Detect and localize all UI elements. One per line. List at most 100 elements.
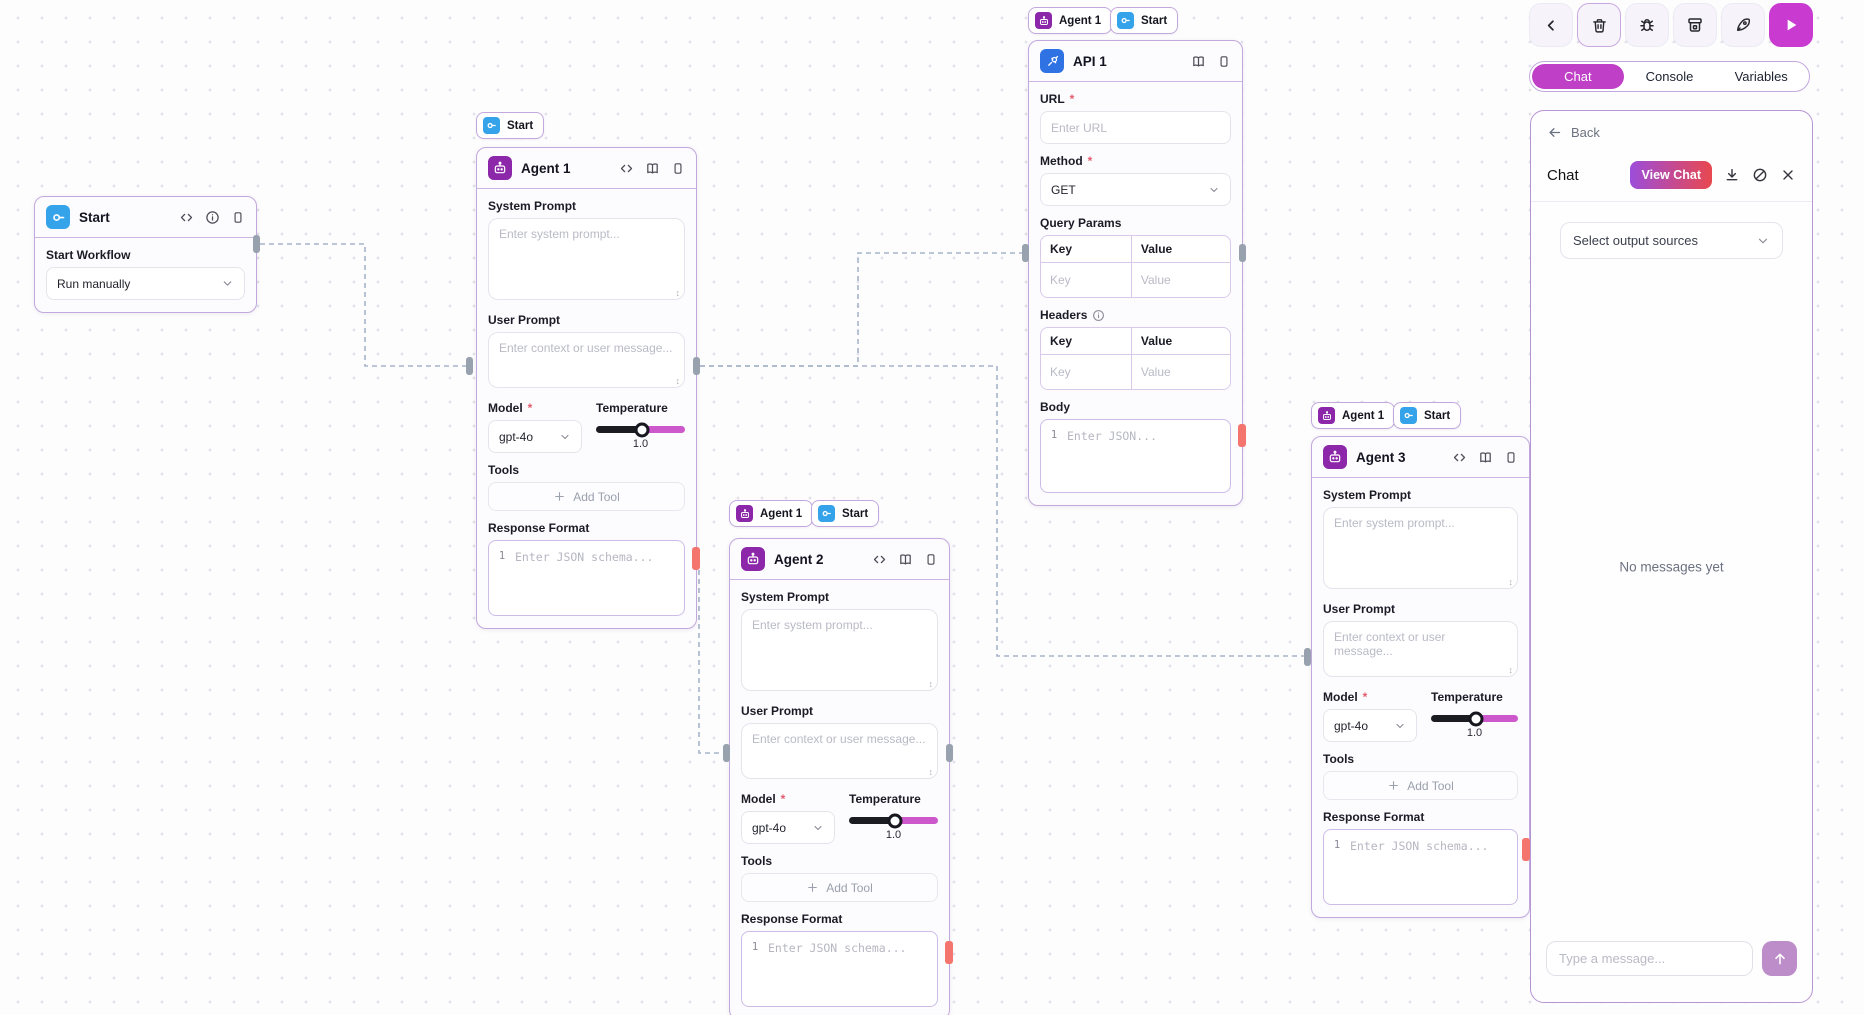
trigger-select[interactable]: Run manually (46, 267, 245, 300)
response-format-editor[interactable]: 1 Enter JSON schema... (741, 931, 938, 1007)
delete-button[interactable] (1577, 3, 1621, 47)
input-handle[interactable] (1022, 244, 1029, 262)
node-agent-1-header[interactable]: Agent 1 (477, 148, 696, 189)
response-format-editor[interactable]: 1 Enter JSON schema... (488, 540, 685, 616)
tab-console[interactable]: Console (1645, 69, 1694, 84)
model-select[interactable]: gpt-4o (741, 811, 835, 844)
send-button[interactable] (1762, 941, 1797, 976)
code-icon[interactable] (1452, 450, 1467, 465)
output-handle[interactable] (1239, 244, 1246, 262)
add-tool-button[interactable]: Add Tool (741, 873, 938, 902)
error-handle[interactable] (945, 941, 953, 964)
user-prompt-input[interactable] (488, 332, 685, 388)
back-link[interactable]: Back (1547, 125, 1600, 140)
model-label: Model* (741, 792, 786, 806)
node-start-header[interactable]: Start (35, 197, 256, 238)
error-handle[interactable] (1522, 838, 1530, 861)
error-handle[interactable] (1238, 424, 1246, 447)
model-select[interactable]: gpt-4o (488, 420, 582, 453)
view-chat-button[interactable]: View Chat (1630, 161, 1712, 189)
node-agent-2[interactable]: Agent 2 System Prompt ↕ User Prompt ↕ Mo… (729, 538, 950, 1015)
panel-icon[interactable] (231, 210, 245, 225)
badge-start[interactable]: Start (811, 500, 880, 527)
code-icon[interactable] (619, 161, 634, 176)
slider-thumb[interactable] (634, 422, 650, 437)
code-icon[interactable] (872, 552, 887, 567)
user-prompt-input[interactable] (741, 723, 938, 779)
tab-variables[interactable]: Variables (1734, 69, 1788, 84)
temperature-slider[interactable] (596, 422, 685, 437)
system-prompt-input[interactable] (741, 609, 938, 691)
book-icon[interactable] (898, 552, 913, 567)
response-format-editor[interactable]: 1 Enter JSON schema... (1323, 829, 1518, 905)
method-select[interactable]: GET (1040, 173, 1231, 206)
resize-handle-icon[interactable]: ↕ (1508, 665, 1514, 675)
model-select-value: gpt-4o (1334, 718, 1369, 733)
temperature-slider[interactable] (1431, 711, 1518, 726)
node-api-1-header[interactable]: API 1 (1029, 41, 1242, 82)
badge-start[interactable]: Start (1393, 402, 1462, 429)
resize-handle-icon[interactable]: ↕ (675, 288, 681, 298)
url-input[interactable] (1040, 111, 1231, 144)
header-value-input[interactable] (1131, 355, 1230, 389)
info-icon[interactable] (1092, 309, 1105, 322)
node-agent-2-header[interactable]: Agent 2 (730, 539, 949, 580)
panel-icon[interactable] (671, 161, 685, 176)
system-prompt-input[interactable] (1323, 507, 1518, 589)
output-sources-select[interactable]: Select output sources (1560, 222, 1783, 259)
output-handle[interactable] (253, 235, 260, 253)
badge-agent1[interactable]: Agent 1 (729, 500, 814, 527)
input-handle[interactable] (1304, 648, 1311, 666)
resize-handle-icon[interactable]: ↕ (928, 679, 934, 689)
output-handle[interactable] (946, 744, 953, 762)
temperature-label: Temperature (1431, 690, 1503, 704)
node-api-1[interactable]: API 1 URL* Method* GET Query Params Key … (1028, 40, 1243, 506)
system-prompt-input[interactable] (488, 218, 685, 300)
badge-agent1[interactable]: Agent 1 (1311, 402, 1396, 429)
user-prompt-input[interactable] (1323, 621, 1518, 677)
input-handle[interactable] (466, 357, 473, 375)
deploy-rocket-button[interactable] (1721, 3, 1765, 47)
panel-icon[interactable] (1217, 54, 1231, 69)
slider-thumb[interactable] (1468, 711, 1484, 726)
archive-button[interactable] (1673, 3, 1717, 47)
add-tool-button[interactable]: Add Tool (1323, 771, 1518, 800)
book-icon[interactable] (1191, 54, 1206, 69)
output-handle[interactable] (693, 357, 700, 375)
info-icon[interactable] (205, 210, 220, 225)
panel-icon[interactable] (924, 552, 938, 567)
badge-start[interactable]: Start (1110, 7, 1179, 34)
node-agent-3[interactable]: Agent 3 System Prompt ↕ User Prompt ↕ Mo… (1311, 436, 1530, 918)
resize-handle-icon[interactable]: ↕ (928, 767, 934, 777)
temperature-slider[interactable] (849, 813, 938, 828)
back-button[interactable] (1529, 3, 1573, 47)
close-icon[interactable] (1780, 167, 1796, 183)
code-icon[interactable] (179, 210, 194, 225)
run-play-button[interactable] (1769, 3, 1813, 47)
debug-bug-button[interactable] (1625, 3, 1669, 47)
download-icon[interactable] (1724, 167, 1740, 183)
badge-start[interactable]: Start (476, 112, 545, 139)
add-tool-button[interactable]: Add Tool (488, 482, 685, 511)
error-handle[interactable] (692, 547, 700, 570)
resize-handle-icon[interactable]: ↕ (1508, 577, 1514, 587)
body-editor[interactable]: 1 Enter JSON... (1040, 419, 1231, 493)
node-start[interactable]: Start Start Workflow Run manually (34, 196, 257, 313)
slider-thumb[interactable] (887, 813, 903, 828)
book-icon[interactable] (1478, 450, 1493, 465)
query-param-value-input[interactable] (1131, 263, 1230, 297)
panel-icon[interactable] (1504, 450, 1518, 465)
ban-icon[interactable] (1752, 167, 1768, 183)
badge-agent1[interactable]: Agent 1 (1028, 7, 1113, 34)
header-key-input[interactable] (1041, 355, 1131, 389)
message-input[interactable] (1546, 941, 1753, 976)
model-select[interactable]: gpt-4o (1323, 709, 1417, 742)
add-tool-label: Add Tool (826, 880, 873, 895)
node-agent-1[interactable]: Agent 1 System Prompt ↕ User Prompt ↕ Mo… (476, 147, 697, 629)
input-handle[interactable] (723, 744, 730, 762)
resize-handle-icon[interactable]: ↕ (675, 376, 681, 386)
query-param-key-input[interactable] (1041, 263, 1131, 297)
node-agent-3-header[interactable]: Agent 3 (1312, 437, 1529, 478)
book-icon[interactable] (645, 161, 660, 176)
tab-chat[interactable]: Chat (1532, 64, 1624, 89)
